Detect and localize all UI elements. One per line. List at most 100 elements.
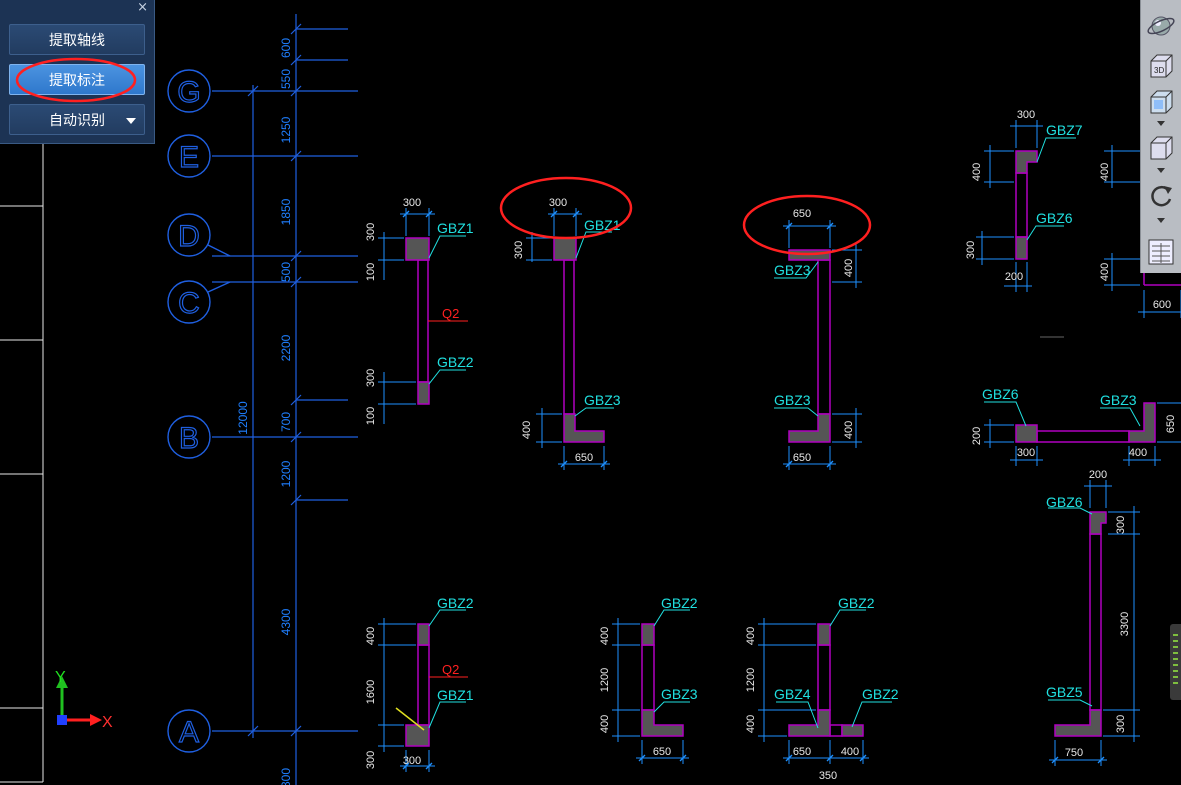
- dim-100-v2: 100: [365, 407, 377, 425]
- dim-300-w1: 300: [403, 197, 421, 209]
- axis-label-e: E: [179, 141, 199, 174]
- dim-750: 750: [1065, 747, 1083, 759]
- dim-300-tr: 300: [1017, 109, 1035, 121]
- chevron-down-icon[interactable]: [1157, 121, 1165, 126]
- dim-1200-v23: 1200: [745, 668, 757, 692]
- ucs-icon: [56, 676, 102, 726]
- dim-400-v10: 400: [1099, 263, 1111, 281]
- axis-dim-ticks: [247, 23, 302, 737]
- dim-300-v13: 300: [1115, 516, 1127, 534]
- label-gbz2-e: GBZ2: [862, 686, 899, 702]
- dim-400-v16: 400: [365, 627, 377, 645]
- auto-recognize-button[interactable]: 自动识别: [9, 104, 145, 135]
- dim-200-br: 200: [1089, 469, 1107, 481]
- label-gbz5: GBZ5: [1046, 684, 1083, 700]
- chevron-down-icon[interactable]: [126, 118, 136, 124]
- dim-300-v2: 300: [365, 369, 377, 387]
- display-cube-icon[interactable]: [1144, 86, 1178, 118]
- label-q2-b: Q2: [442, 662, 459, 677]
- ucs-x-label: X: [102, 714, 113, 731]
- dim-300-v18: 300: [365, 751, 377, 769]
- axis-dim-600: 600: [279, 38, 293, 58]
- axis-dim-1250: 1250: [279, 116, 293, 143]
- label-gbz6-c: GBZ6: [1046, 494, 1083, 510]
- dim-300-v15: 300: [1115, 715, 1127, 733]
- dim-400-v24: 400: [745, 715, 757, 733]
- label-gbz3-e: GBZ3: [661, 686, 698, 702]
- dim-650-bw3: 650: [793, 746, 811, 758]
- rotate-icon[interactable]: [1144, 180, 1178, 212]
- view-cube-icon[interactable]: [1144, 132, 1178, 164]
- label-gbz2-b: GBZ2: [437, 595, 474, 611]
- axis-dim-700: 700: [279, 412, 293, 432]
- label-gbz2-d: GBZ2: [838, 595, 875, 611]
- axis-dim-300-bottom: 300: [279, 768, 293, 785]
- extract-axis-button[interactable]: 提取轴线: [9, 24, 145, 55]
- label-gbz2-c: GBZ2: [661, 595, 698, 611]
- chevron-down-icon[interactable]: [1157, 218, 1165, 223]
- dim-300-bw1: 300: [403, 755, 421, 767]
- extract-annotation-label: 提取标注: [49, 72, 105, 89]
- dim-400-v19: 400: [599, 627, 611, 645]
- dim-650-w2b: 650: [575, 452, 593, 464]
- axis-dim-1200: 1200: [279, 460, 293, 487]
- dim-300-w2: 300: [549, 197, 567, 209]
- axis-label-a: A: [179, 716, 199, 749]
- label-gbz3-d: GBZ3: [1100, 392, 1137, 408]
- label-gbz3-a: GBZ3: [584, 392, 621, 408]
- label-gbz6-a: GBZ6: [1036, 210, 1073, 226]
- label-gbz6-b: GBZ6: [982, 386, 1019, 402]
- layer-panel-icon[interactable]: [1144, 236, 1178, 268]
- dim-400-mr: 400: [1129, 447, 1147, 459]
- axis-dim-2200: 2200: [279, 334, 293, 361]
- 3d-label: 3D: [1154, 66, 1164, 75]
- dim-300-v8: 300: [965, 241, 977, 259]
- dim-400-v22: 400: [745, 627, 757, 645]
- dim-400-v9: 400: [1099, 163, 1111, 181]
- label-gbz3-b: GBZ3: [774, 262, 811, 278]
- orbit-icon[interactable]: [1144, 10, 1178, 42]
- label-gbz1-a: GBZ1: [437, 220, 474, 236]
- dim-3300-v14: 3300: [1119, 612, 1131, 636]
- title-block: [0, 144, 44, 783]
- label-gbz1-c: GBZ1: [437, 687, 474, 703]
- dim-650-v12: 650: [1165, 415, 1177, 433]
- leader-lines: [428, 137, 1141, 729]
- close-icon[interactable]: ×: [137, 0, 148, 15]
- dim-400-v21: 400: [599, 715, 611, 733]
- label-gbz7: GBZ7: [1046, 122, 1083, 138]
- axis-label-b: B: [179, 422, 199, 455]
- dim-350: 350: [819, 770, 837, 782]
- axis-dim-12000: 12000: [236, 401, 250, 435]
- axis-dim-550: 550: [279, 69, 293, 89]
- extract-annotation-button[interactable]: 提取标注: [9, 64, 145, 95]
- dim-650-w3: 650: [793, 208, 811, 220]
- axis-dim-1850: 1850: [279, 198, 293, 225]
- axis-dim-4300: 4300: [279, 608, 293, 635]
- chevron-down-icon[interactable]: [1157, 168, 1165, 173]
- dim-300-mr: 300: [1017, 447, 1035, 459]
- dimension-lines: [378, 120, 1181, 772]
- axis-label-d: D: [178, 220, 200, 253]
- columns: [405, 150, 1156, 747]
- axis-label-c: C: [178, 287, 200, 320]
- dim-200-tr: 200: [1005, 271, 1023, 283]
- extract-panel: × 提取轴线 提取标注 自动识别: [0, 0, 155, 144]
- dim-300-v1: 300: [365, 223, 377, 241]
- dim-1200-v20: 1200: [599, 668, 611, 692]
- view-toolbar: 3D: [1140, 0, 1181, 273]
- dim-400-bw3: 400: [841, 746, 859, 758]
- dim-1600-v17: 1600: [365, 680, 377, 704]
- label-gbz4: GBZ4: [774, 686, 811, 702]
- extract-axis-label: 提取轴线: [49, 32, 105, 49]
- ucs-y-label: Y: [55, 669, 66, 686]
- dim-300-v3: 300: [513, 241, 525, 259]
- dim-400-v7: 400: [971, 163, 983, 181]
- auto-recognize-label: 自动识别: [49, 112, 105, 129]
- axis-bubbles: [167, 69, 231, 753]
- 3d-view-icon[interactable]: 3D: [1144, 50, 1178, 82]
- scroll-handle[interactable]: [1170, 624, 1181, 700]
- dim-200-v11: 200: [971, 427, 983, 445]
- label-gbz3-c: GBZ3: [774, 392, 811, 408]
